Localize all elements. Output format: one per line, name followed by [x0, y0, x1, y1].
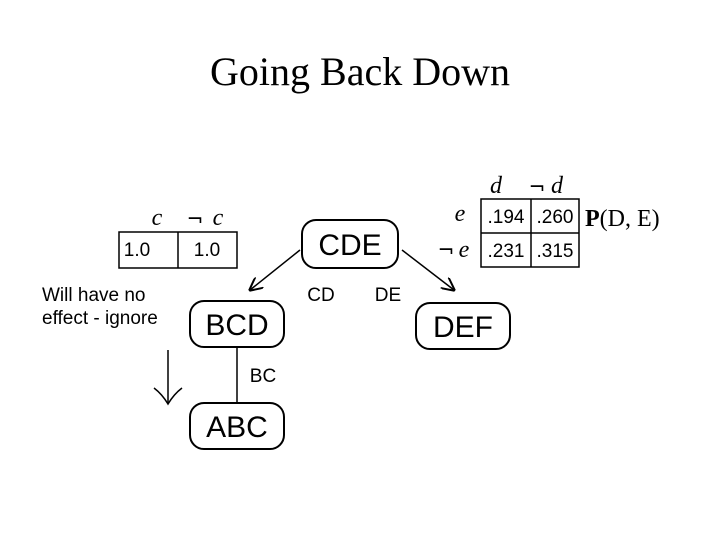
- de-table-negation-e: ¬: [438, 238, 455, 262]
- node-def-label: DEF: [433, 311, 493, 344]
- node-bcd: BCD: [189, 300, 285, 348]
- de-table-cell-e-not-d: .260: [537, 207, 574, 228]
- separator-de: DE: [375, 285, 401, 306]
- distribution-label-p: P: [585, 206, 600, 232]
- c-table-cell-not-c: 1.0: [194, 240, 220, 261]
- slide-title: Going Back Down: [210, 49, 510, 94]
- de-table-header-not-d: d: [551, 173, 564, 199]
- de-table-cell-not-e-not-d: .315: [537, 241, 574, 262]
- c-table-negation-symbol: ¬: [187, 207, 204, 231]
- de-table-negation-d: ¬: [529, 175, 546, 199]
- distribution-label: P(D, E): [585, 206, 660, 232]
- distribution-label-args: (D, E): [600, 206, 660, 232]
- note-line-1: Will have no: [42, 285, 146, 306]
- arrow-cde-to-def: [401, 249, 454, 290]
- de-table-cell-e-d: .194: [488, 207, 525, 228]
- separator-cd: CD: [307, 285, 334, 306]
- separator-bc: BC: [250, 366, 276, 387]
- de-table-row-header-e: e: [455, 201, 466, 227]
- down-arrow-icon: [153, 350, 183, 406]
- node-abc-label: ABC: [206, 411, 268, 444]
- arrow-cde-to-bcd: [250, 249, 301, 290]
- node-abc: ABC: [189, 402, 285, 450]
- c-probability-table: c ¬ c 1.0 1.0: [118, 205, 238, 269]
- node-cde: CDE: [301, 219, 399, 269]
- de-table-cell-not-e-d: .231: [488, 241, 525, 262]
- note-line-2: effect - ignore: [42, 308, 158, 329]
- c-table-cell-c: 1.0: [124, 240, 150, 261]
- de-table-row-header-not-e: e: [459, 237, 470, 263]
- node-bcd-label: BCD: [205, 309, 268, 342]
- c-table-header-not-c: c: [213, 205, 224, 231]
- node-def: DEF: [415, 302, 511, 350]
- de-probability-table: d ¬ d e ¬ e .194 .260 .231 .315 P(D, E): [438, 173, 660, 268]
- node-cde-label: CDE: [318, 229, 381, 262]
- de-table-header-d: d: [490, 173, 503, 199]
- c-table-header-c: c: [152, 205, 163, 231]
